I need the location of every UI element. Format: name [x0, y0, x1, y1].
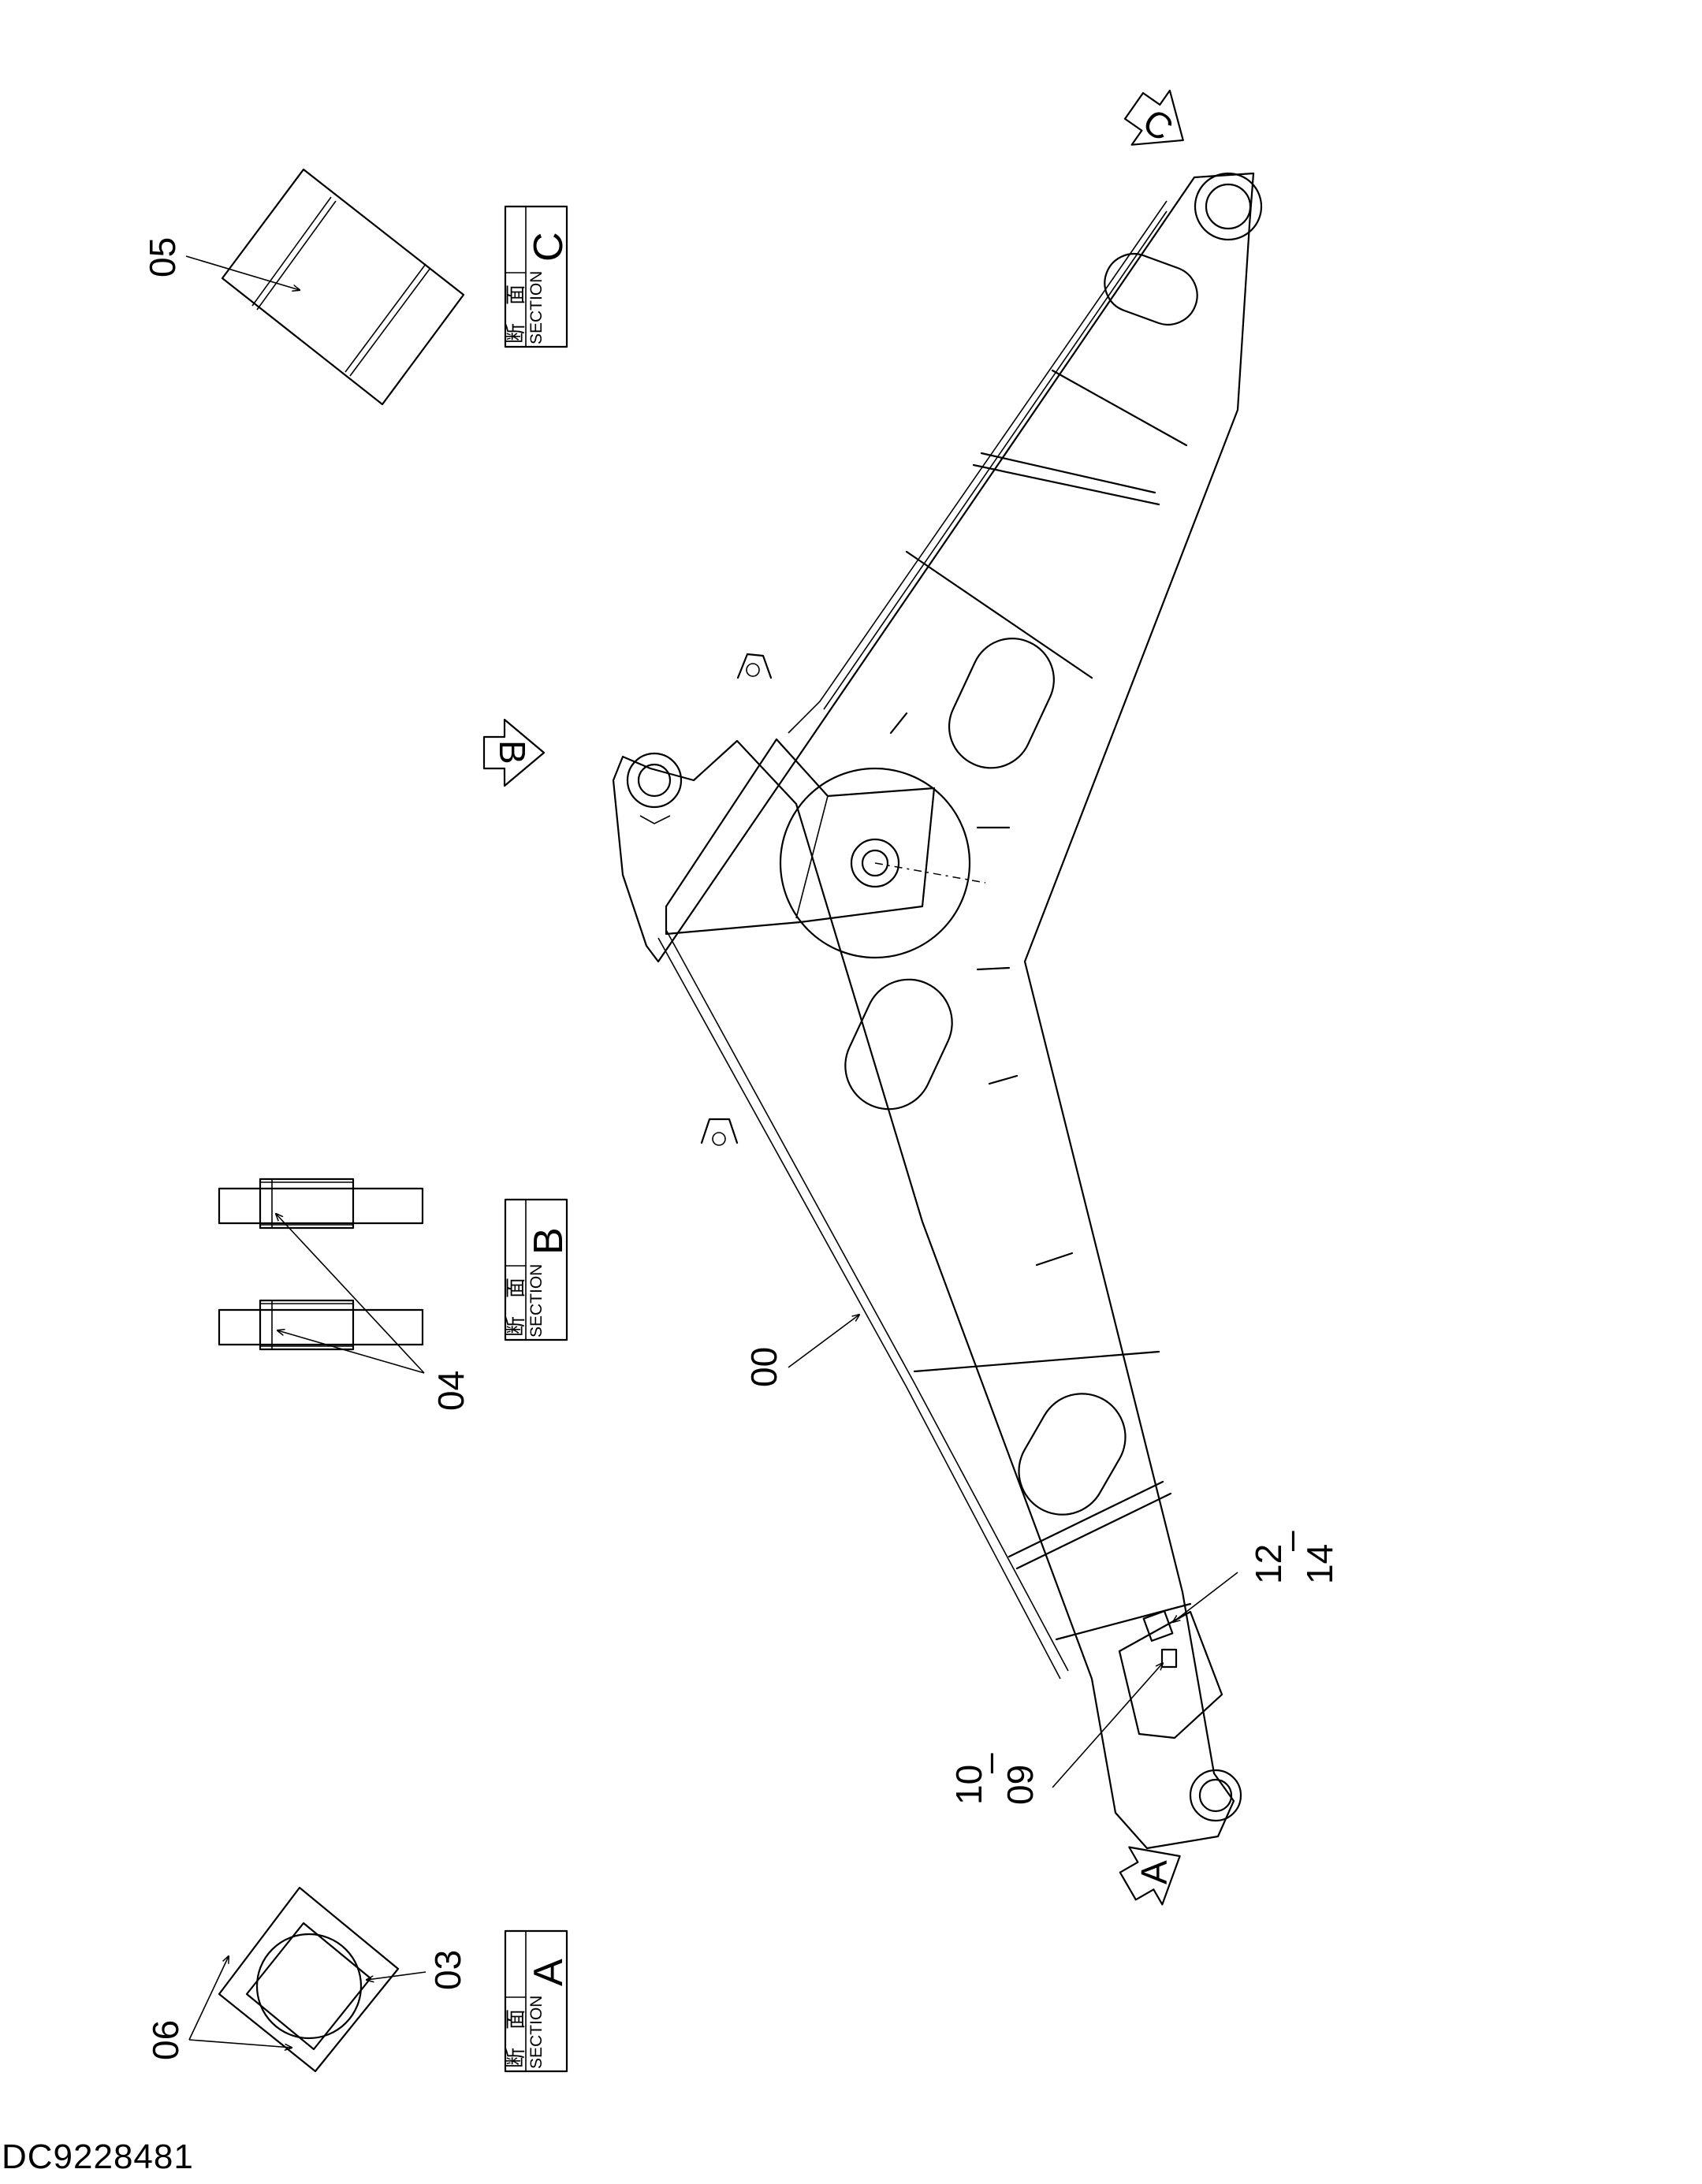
- section-b-kanji-1: 断: [504, 1316, 527, 1337]
- side-pin-boss-outer: [626, 752, 683, 809]
- section-a-letter: A: [526, 1959, 572, 1986]
- leader-04-b: [277, 1330, 425, 1374]
- side-bracket: [639, 815, 671, 824]
- leader-03: [367, 1971, 426, 1980]
- pad-3: [976, 966, 1011, 971]
- leader-04-a: [276, 1214, 425, 1374]
- section-b-detail: 04: [218, 1178, 471, 1411]
- label-10: 10: [948, 1765, 989, 1805]
- boom-assembly: [612, 172, 1263, 1850]
- view-arrow-c: C: [1123, 89, 1184, 149]
- section-b-letter: B: [526, 1227, 572, 1255]
- web-plate-c2: [972, 463, 1160, 506]
- section-b-kanji-2: 面: [504, 1278, 527, 1298]
- center-line: [874, 862, 986, 884]
- view-arrow-b-letter: B: [492, 740, 533, 765]
- part-09-block: [1160, 1648, 1178, 1669]
- label-00: 00: [743, 1347, 784, 1387]
- section-a-detail: 03 06: [145, 1886, 468, 2073]
- center-boss-inner: [861, 849, 889, 877]
- leader-00: [788, 1315, 859, 1368]
- view-arrow-a: A: [1119, 1846, 1181, 1906]
- section-a-outline: [218, 1886, 400, 2073]
- lug-lower-1-hole: [712, 1132, 726, 1146]
- section-c-kanji-2: 面: [504, 285, 527, 305]
- leader-12-14: [1173, 1572, 1238, 1622]
- leader-06-a: [188, 1956, 229, 2041]
- section-a-pipe: [255, 1933, 363, 2040]
- top-lightening-hole: [1104, 253, 1198, 326]
- web-plate-low1: [1015, 1492, 1172, 1570]
- leader-05: [185, 255, 300, 290]
- label-04: 04: [430, 1371, 471, 1411]
- label-12: 12: [1248, 1544, 1289, 1584]
- section-a-word: SECTION: [527, 1996, 546, 2069]
- label-06: 06: [145, 2020, 186, 2060]
- section-c-plate-2: [344, 263, 426, 373]
- view-arrow-a-letter: A: [1134, 1860, 1175, 1884]
- lug-upper-1: [736, 653, 773, 679]
- leader-06-b: [188, 2039, 292, 2048]
- section-a-inner-box: [245, 1922, 372, 2051]
- pivot-bracket-inner: [795, 787, 935, 919]
- bottom-pin-boss-inner: [1198, 1778, 1233, 1813]
- mid-lightening-hole-2: [844, 978, 953, 1111]
- label-sep-10-09: –: [968, 1753, 1009, 1773]
- low-lightening-hole: [1018, 1393, 1127, 1516]
- upper-flange: [788, 200, 1168, 734]
- top-pin-boss-inner: [1205, 183, 1252, 230]
- drawing-number: DC9228481: [2, 2137, 194, 2176]
- section-c-kanji-1: 断: [504, 323, 527, 344]
- center-boss-outer: [779, 767, 971, 959]
- section-a-kanji-1: 断: [504, 2048, 527, 2068]
- lug-upper-1-hole: [746, 663, 760, 677]
- web-plate-c1: [1051, 369, 1188, 447]
- section-c-outline: [221, 168, 465, 406]
- label-03: 03: [427, 1950, 468, 1990]
- section-c-detail: 05: [142, 168, 465, 406]
- center-boss-mid: [850, 838, 900, 888]
- web-plate-low2: [1007, 1480, 1164, 1558]
- pad-1: [889, 712, 908, 735]
- section-c-plate-2b: [349, 267, 431, 377]
- lower-flange: [657, 929, 1069, 1680]
- pad-5: [1035, 1252, 1074, 1267]
- web-plate-mid1: [905, 550, 1093, 679]
- section-c-letter: C: [526, 232, 572, 262]
- section-b-upper-flange: [218, 1187, 424, 1225]
- view-arrow-b: B: [482, 718, 546, 787]
- side-pin-boss-inner: [637, 763, 672, 798]
- section-c-word: SECTION: [527, 271, 546, 344]
- section-box-a: 断 面 SECTION A: [504, 1929, 572, 2073]
- bottom-pin-boss-outer: [1189, 1769, 1242, 1822]
- web-plate-low3: [1055, 1602, 1192, 1641]
- section-b-lower-block: [259, 1299, 355, 1351]
- web-plate-mid2: [913, 1350, 1160, 1373]
- section-c-plate-1b: [256, 200, 337, 311]
- boom-outline: [612, 172, 1255, 1850]
- section-b-upper-block: [259, 1178, 355, 1230]
- section-a-kanji-2: 面: [504, 2009, 527, 2030]
- top-pin-boss-outer: [1194, 172, 1263, 241]
- section-b-lower-flange: [218, 1308, 424, 1346]
- section-box-b: 断 面 SECTION B: [504, 1198, 572, 1341]
- label-09: 09: [1000, 1765, 1041, 1805]
- mid-lightening-hole-1: [948, 637, 1055, 769]
- label-14: 14: [1299, 1544, 1340, 1584]
- section-c-plate-1: [251, 196, 332, 307]
- leader-10-09: [1052, 1663, 1163, 1788]
- part-12-block: [1142, 1610, 1174, 1642]
- lug-lower-1: [700, 1118, 739, 1144]
- web-plate-c3: [980, 452, 1156, 494]
- section-b-word: SECTION: [527, 1264, 546, 1338]
- section-box-c: 断 面 SECTION C: [504, 205, 572, 348]
- label-05: 05: [142, 237, 183, 277]
- pivot-bracket: [665, 738, 936, 936]
- label-sep-12-14: –: [1269, 1531, 1310, 1551]
- pad-4: [988, 1074, 1019, 1085]
